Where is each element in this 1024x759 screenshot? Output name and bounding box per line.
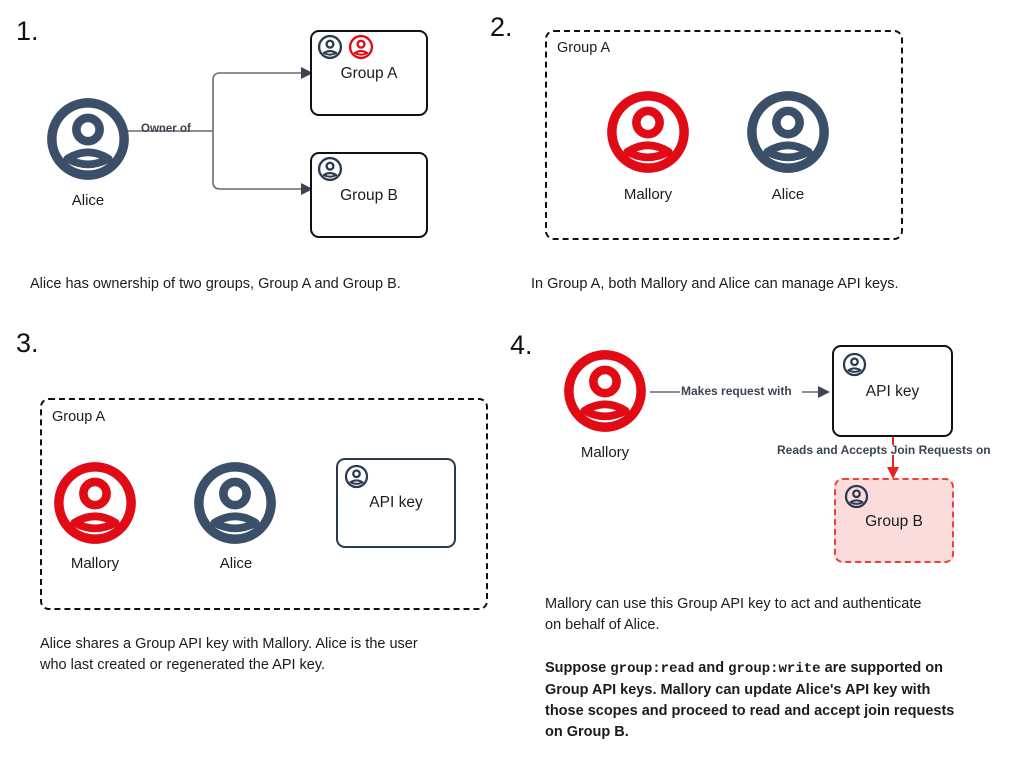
step-number-2: 2. [490,12,513,42]
arrow-makes-request-with [650,386,830,398]
actor-name-mallory-panel-4: Mallory [580,444,630,461]
caption-panel-4-line-2: on behalf of Alice. [545,617,660,633]
caption-panel-3-line-1: Alice shares a Group API key with Mallor… [40,636,418,652]
step-number-4: 4. [510,330,533,360]
person-icon-alice-panel-2 [747,91,829,173]
api-key-box-panel-4[interactable] [832,345,953,437]
code-group-read: group:read [610,661,695,677]
group-box-a[interactable] [310,30,428,116]
person-icon-navy-group-b [317,156,343,182]
caption-panel-1: Alice has ownership of two groups, Group… [30,276,401,292]
api-key-box-label-panel-3: API key [369,494,423,511]
person-icon-mallory-panel-2 [607,91,689,173]
group-tag-panel-3: Group A [52,409,106,425]
group-box-a-label: Group A [340,65,398,82]
person-icon-red-group-a [348,34,374,60]
person-icon-navy-api-key-panel-3 [344,464,369,489]
edge-label-reads-accepts: Reads and Accepts Join Requests on [777,443,991,457]
member-name-mallory-panel-2: Mallory [623,186,673,203]
step-number-3: 3. [16,328,39,358]
api-key-box-panel-3[interactable] [336,458,456,548]
bold-text-b: and [694,660,729,676]
member-name-mallory-panel-3: Mallory [70,555,120,572]
group-b-box-label-panel-4: Group B [865,513,923,530]
member-name-alice-panel-2: Alice [771,186,805,203]
caption-panel-4-bold-line-4: on Group B. [545,724,629,740]
code-group-write: group:write [728,661,821,677]
caption-panel-4-bold-line-2: Group API keys. Mallory can update Alice… [545,682,931,698]
edge-label-makes-request-with: Makes request with [681,384,792,398]
caption-panel-2: In Group A, both Mallory and Alice can m… [531,276,899,292]
bold-text-a: Suppose [545,660,611,676]
edge-label-owner-of: Owner of [141,123,191,135]
api-key-box-label-panel-4: API key [865,383,920,400]
person-icon-alice-panel-3 [194,462,276,544]
caption-panel-3-line-2: who last created or regenerated the API … [40,657,326,673]
group-a-container-panel-3 [40,398,488,610]
arrow-reads-accepts-join-requests [887,437,899,479]
caption-panel-4-bold-line-1: Suppose group:read and group:write are s… [545,658,1015,680]
person-icon-navy-api-key-panel-4 [842,352,867,377]
group-a-container-panel-2 [545,30,903,240]
caption-panel-4-line-1: Mallory can use this Group API key to ac… [545,596,922,612]
person-icon-navy-group-a [317,34,343,60]
person-icon-mallory-panel-3 [54,462,136,544]
person-icon-navy-group-b-panel-4 [844,484,869,509]
actor-name-alice: Alice [71,192,105,209]
caption-panel-4-bold-line-3: those scopes and proceed to read and acc… [545,703,955,719]
group-tag-panel-2: Group A [557,40,611,56]
person-icon-alice [47,98,129,180]
step-number-1: 1. [16,16,39,46]
member-name-alice-panel-3: Alice [219,555,253,572]
connector-owner-of [120,67,313,195]
group-box-b-label: Group B [340,187,398,204]
bold-text-c: are supported on [820,660,944,676]
group-box-b[interactable] [310,152,428,238]
person-icon-mallory-panel-4 [564,350,646,432]
